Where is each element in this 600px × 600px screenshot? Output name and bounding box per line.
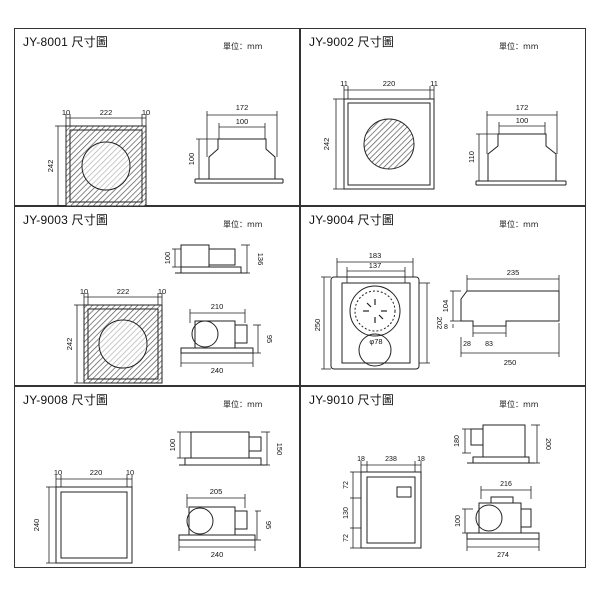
- dim-front-height: 95: [265, 335, 274, 343]
- panel-jy9010: JY-9010 尺寸圖 單位：mm 18 238 18 72 130: [300, 386, 586, 568]
- dim-front-height-outer: 250: [313, 319, 322, 332]
- dim-height: 242: [46, 160, 55, 173]
- unit-label: 單位：mm: [499, 220, 539, 229]
- front-view-grille: [55, 486, 133, 564]
- side-view-housing: [460, 290, 560, 327]
- panel-jy9003: JY-9003 尺寸圖 單位：mm 10 222 10 242: [14, 206, 300, 386]
- panel-jy9002: JY-9002 尺寸圖 單位：mm 11 220 11 242: [300, 28, 586, 206]
- drawing-jy8001: 10 222 10 242 172 100 100: [46, 103, 284, 207]
- dim-front-width: 216: [500, 481, 512, 488]
- panel-jy8001: JY-8001 尺寸圖 單位：mm 10 222 10 242: [14, 28, 300, 207]
- panel-title: JY-9003 尺寸圖: [23, 213, 109, 227]
- front-view-housing: [330, 276, 420, 370]
- dim-front-height: 95: [264, 521, 273, 529]
- dim-side-left: 10: [80, 287, 88, 296]
- dim-side-height: 110: [467, 151, 476, 163]
- dim-height: 240: [32, 519, 41, 532]
- panel-jy9004: JY-9004 尺寸圖 單位：mm: [300, 206, 586, 386]
- dim-front-base: 240: [211, 366, 224, 375]
- front-view-body: [180, 320, 254, 354]
- dim-side-height-total: 200: [544, 438, 551, 450]
- unit-label: 單位：mm: [223, 400, 263, 409]
- dim-side-right: 10: [142, 108, 150, 117]
- front-view-grille: [83, 304, 163, 384]
- dim-side-right: 11: [430, 79, 438, 88]
- panel-title: JY-8001 尺寸圖: [23, 35, 109, 49]
- dim-side-left: 18: [357, 456, 365, 463]
- dim-front-width: 210: [211, 302, 224, 311]
- side-view-body: [475, 133, 567, 186]
- dim-inner-width: 222: [100, 108, 113, 117]
- dim-side-height-total: 136: [256, 253, 265, 266]
- dim-side-height-body: 100: [163, 252, 172, 265]
- side-view-body: [467, 424, 535, 464]
- dim-side-left: 10: [54, 468, 62, 477]
- dim-front-width-outer: 183: [369, 251, 382, 260]
- dim-side-offset-8: 8: [444, 324, 448, 331]
- dim-side-height-body: 100: [168, 439, 177, 452]
- dim-front-base: 240: [211, 550, 224, 559]
- dim-side-height: 104: [441, 300, 450, 313]
- unit-label: 單位：mm: [499, 400, 539, 409]
- unit-label: 單位：mm: [223, 220, 263, 229]
- dim-vertical-middle: 130: [343, 507, 350, 519]
- side-view-body: [175, 244, 247, 274]
- dim-front-height-inner: 202: [435, 317, 444, 330]
- front-view-body: [178, 506, 256, 541]
- fan-impeller-icon: [363, 299, 387, 323]
- dim-inner-width: 238: [385, 456, 397, 463]
- side-view-body: [194, 138, 284, 184]
- drawing-jy9004: 183 137 250 202 φ78 235 104 8 28: [313, 251, 560, 370]
- dim-vertical-top: 72: [343, 481, 350, 489]
- dim-side-height: 100: [187, 153, 196, 166]
- unit-label: 單位：mm: [499, 42, 539, 51]
- drawing-jy9008: 10 220 10 240 100 150: [32, 431, 284, 564]
- side-view-body: [179, 431, 267, 466]
- dim-inner-width: 220: [90, 468, 103, 477]
- dim-height: 242: [322, 138, 331, 151]
- dim-side-width-outer: 172: [516, 103, 529, 112]
- dim-side-width-outer: 172: [236, 103, 249, 112]
- front-view-grille: [360, 471, 422, 549]
- dim-side-width-inner: 100: [236, 117, 249, 126]
- dim-front-base: 274: [497, 552, 509, 559]
- dim-inner-width: 220: [383, 79, 396, 88]
- panel-title: JY-9004 尺寸圖: [309, 213, 395, 227]
- panel-title: JY-9002 尺寸圖: [309, 35, 395, 49]
- dim-duct-diameter: φ78: [369, 337, 382, 346]
- dim-side-right: 10: [126, 468, 134, 477]
- front-view-body: [466, 496, 540, 540]
- dim-inner-width: 222: [117, 287, 130, 296]
- dim-side-height-body: 180: [454, 435, 461, 447]
- dim-side-right: 10: [158, 287, 166, 296]
- dim-side-height-total: 150: [275, 443, 284, 456]
- drawing-jy9010: 18 238 18 72 130 72 180 200: [343, 424, 551, 559]
- dim-side-width-inner: 100: [516, 116, 529, 125]
- dim-vertical-bottom: 72: [343, 534, 350, 542]
- panel-title: JY-9010 尺寸圖: [309, 393, 395, 407]
- dim-side-left: 11: [340, 79, 348, 88]
- dim-side-right: 18: [417, 456, 425, 463]
- dim-side-depth: 250: [504, 358, 517, 367]
- dim-height: 242: [65, 338, 74, 351]
- drawing-jy9003: 10 222 10 242 100 136: [65, 244, 274, 384]
- unit-label: 單位：mm: [223, 42, 263, 51]
- panel-title: JY-9008 尺寸圖: [23, 393, 109, 407]
- dim-side-offset-28: 28: [463, 341, 471, 348]
- panel-jy9008: JY-9008 尺寸圖 單位：mm 10 220 10 240: [14, 386, 300, 568]
- front-view-grille: [65, 125, 147, 207]
- front-view-grille: [343, 98, 435, 190]
- dim-side-collar-83: 83: [485, 341, 493, 348]
- drawing-jy9002: 11 220 11 242 172 100 110: [322, 79, 567, 190]
- dim-side-width: 235: [507, 268, 520, 277]
- dim-side-left: 10: [62, 108, 70, 117]
- dim-front-width-inner: 137: [369, 261, 382, 270]
- dim-front-height: 100: [455, 515, 462, 527]
- dim-front-width: 205: [210, 487, 223, 496]
